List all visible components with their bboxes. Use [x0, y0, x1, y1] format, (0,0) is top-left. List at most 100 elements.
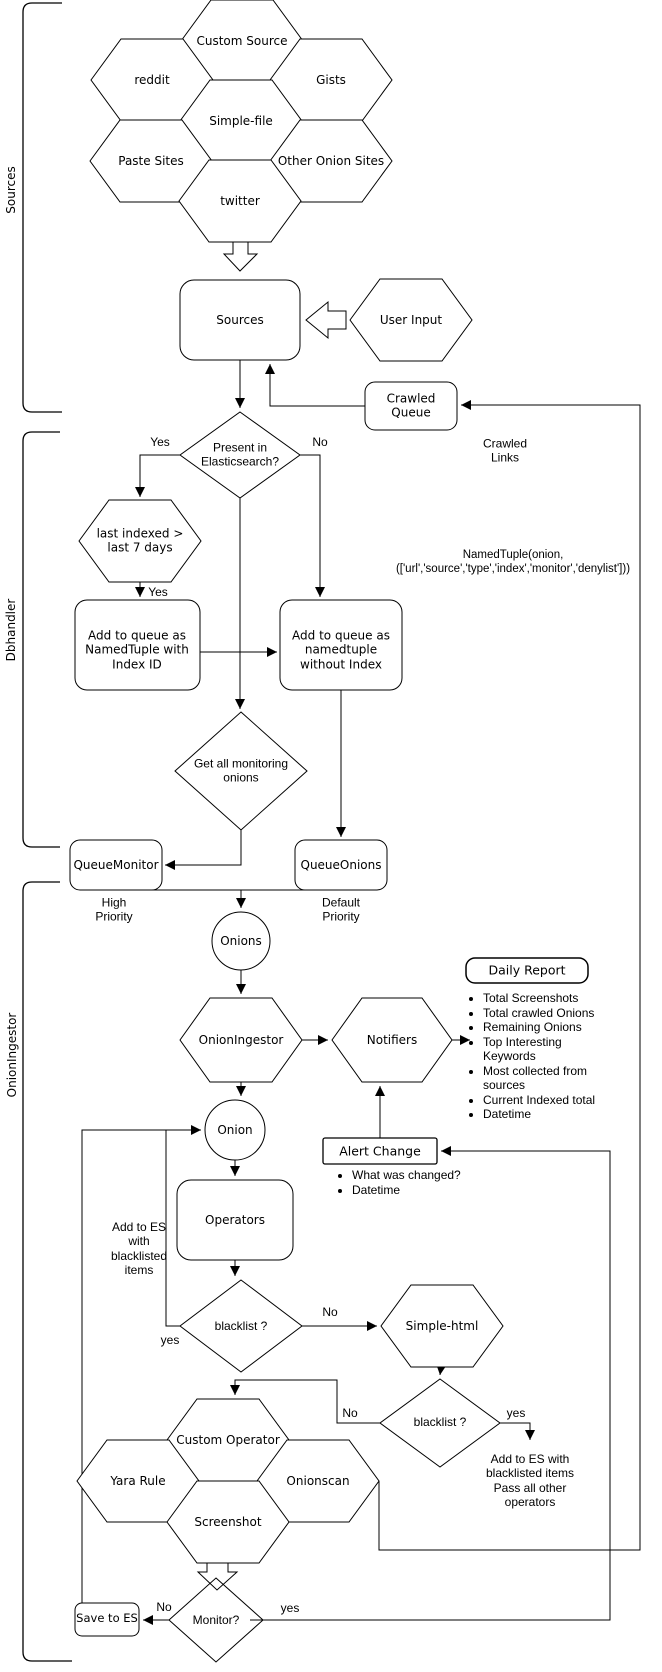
queue-onions-label: QueueOnions: [300, 857, 382, 872]
twitter-label: twitter: [220, 193, 260, 208]
crawled-queue-label: Crawled Queue: [386, 391, 436, 420]
list-item: Current Indexed total: [483, 1093, 615, 1108]
onion-ingestor-label: OnionIngestor: [198, 1032, 284, 1047]
custom-operator-label: Custom Operator: [176, 1432, 280, 1447]
dbhandler-bracket: [22, 431, 60, 848]
node-queue-monitor: [69, 839, 163, 891]
edge-crawledlinks-loop: [378, 400, 641, 1551]
diamond-present-in-es: [179, 411, 301, 499]
high-priority-label: High Priority: [95, 895, 133, 924]
block-arrow-left-user-input: [305, 300, 347, 340]
yes-label-blacklist2: yes: [506, 1405, 526, 1420]
no-label-blacklist2: No: [342, 1405, 358, 1420]
blacklist2-label: blacklist ?: [413, 1414, 467, 1429]
hex-notifiers: [331, 997, 453, 1083]
diamond-monitor: [168, 1577, 264, 1663]
monitor-label: Monitor?: [192, 1612, 240, 1627]
crawled-links-label: Crawled Links: [482, 436, 528, 465]
edge-blacklist2-no: [230, 1379, 380, 1424]
list-item: Top Interesting Keywords: [483, 1035, 615, 1064]
user-input-label: User Input: [379, 312, 443, 327]
sources-bracket: [22, 2, 62, 413]
present-in-es-label: Present in Elasticsearch?: [200, 440, 280, 469]
list-item: Most collected from sources: [483, 1064, 615, 1093]
node-save-to-es: [74, 1602, 140, 1637]
node-alert-change: [322, 1137, 438, 1165]
save-to-es-label: Save to ES: [76, 1611, 138, 1626]
edge-crawledqueue-to-sources: [265, 364, 365, 407]
no-label-monitor: No: [156, 1599, 172, 1614]
onioningestor-bracket: [22, 881, 72, 1662]
onion-label: Onion: [217, 1122, 253, 1137]
dbhandler-bracket-label: Dbhandler: [3, 598, 18, 662]
alert-change-list: What was changed?Datetime: [337, 1168, 492, 1197]
node-onion-circle: [204, 1099, 266, 1161]
node-crawled-queue: [364, 381, 458, 431]
hex-twitter: [178, 159, 302, 243]
list-item: Remaining Onions: [483, 1020, 615, 1035]
yes-label-2: Yes: [148, 584, 168, 599]
list-item: Total Screenshots: [483, 991, 615, 1006]
blacklist1-label: blacklist ?: [214, 1318, 268, 1333]
edge-getall-to-queuemonitor: [165, 830, 242, 870]
reddit-label: reddit: [134, 72, 170, 87]
list-item: Total crawled Onions: [483, 1006, 615, 1021]
edge-presentes-yes: [135, 454, 180, 497]
custom-source-label: Custom Source: [196, 33, 288, 48]
namedtuple-note: NamedTuple(onion, (['url','source','type…: [395, 549, 631, 575]
node-add-without-index: [279, 599, 403, 691]
sources-bracket-label: Sources: [3, 166, 18, 214]
edge-presentes-no: [300, 454, 325, 597]
block-arrow-down-screenshot: [196, 1562, 239, 1591]
last-indexed-label: last indexed > last 7 days: [96, 526, 184, 555]
node-onions-circle: [211, 911, 271, 971]
yes-label-1: Yes: [150, 434, 170, 449]
node-daily-report: [465, 957, 589, 984]
diamond-blacklist-1: [179, 1279, 303, 1373]
edge-monitor-yes-to-alertchange: [250, 1146, 611, 1621]
simple-html-label: Simple-html: [405, 1318, 479, 1333]
yes-label-blacklist1: yes: [160, 1332, 180, 1347]
notifiers-label: Notifiers: [366, 1032, 418, 1047]
gists-label: Gists: [316, 72, 346, 87]
onions-label: Onions: [220, 933, 262, 948]
no-label-1: No: [312, 434, 328, 449]
node-queue-onions: [294, 839, 388, 891]
hex-user-input: [349, 278, 473, 362]
add-without-index-label: Add to queue as namedtuple without Index: [292, 628, 390, 672]
diamond-get-all-monitoring: [174, 711, 308, 831]
simple-file-label: Simple-file: [209, 113, 273, 128]
add-es-left-note: Add to ES with blacklisted items: [110, 1220, 168, 1278]
diamond-blacklist-2: [379, 1378, 501, 1468]
list-item: What was changed?: [352, 1168, 492, 1183]
no-label-blacklist1: No: [322, 1304, 338, 1319]
default-priority-label: Default Priority: [321, 895, 361, 924]
edge-simplehtml-to-blacklist2: [436, 1364, 447, 1376]
edge-blacklist2-yes: [500, 1422, 535, 1440]
daily-report-list: Total ScreenshotsTotal crawled OnionsRem…: [468, 991, 615, 1122]
list-item: Datetime: [352, 1183, 492, 1198]
hex-last-indexed: [78, 499, 202, 583]
daily-report-label: Daily Report: [488, 962, 566, 978]
hex-onion-ingestor: [179, 997, 303, 1083]
operators-label: Operators: [205, 1212, 265, 1227]
onionscan-label: Onionscan: [286, 1473, 350, 1488]
node-add-with-index: [74, 599, 201, 691]
edge-blacklist1-yes-loop: [165, 1130, 180, 1327]
hex-screenshot: [166, 1480, 290, 1564]
alert-change-label: Alert Change: [339, 1143, 421, 1159]
edge-savetoes-loop: [81, 1125, 201, 1603]
paste-sites-label: Paste Sites: [118, 153, 184, 168]
other-onion-sites-label: Other Onion Sites: [277, 153, 385, 168]
sources-box-label: Sources: [216, 312, 264, 327]
node-sources-box: [179, 279, 301, 361]
yes-label-monitor: yes: [280, 1600, 300, 1615]
get-all-monitoring-label: Get all monitoring onions: [193, 756, 289, 785]
hex-simple-html: [380, 1284, 504, 1368]
list-item: Datetime: [483, 1107, 615, 1122]
yara-rule-label: Yara Rule: [110, 1473, 166, 1488]
onioningestor-bracket-label: OnionIngestor: [4, 1012, 19, 1098]
add-es-right-note: Add to ES with blacklisted items Pass al…: [485, 1452, 575, 1510]
